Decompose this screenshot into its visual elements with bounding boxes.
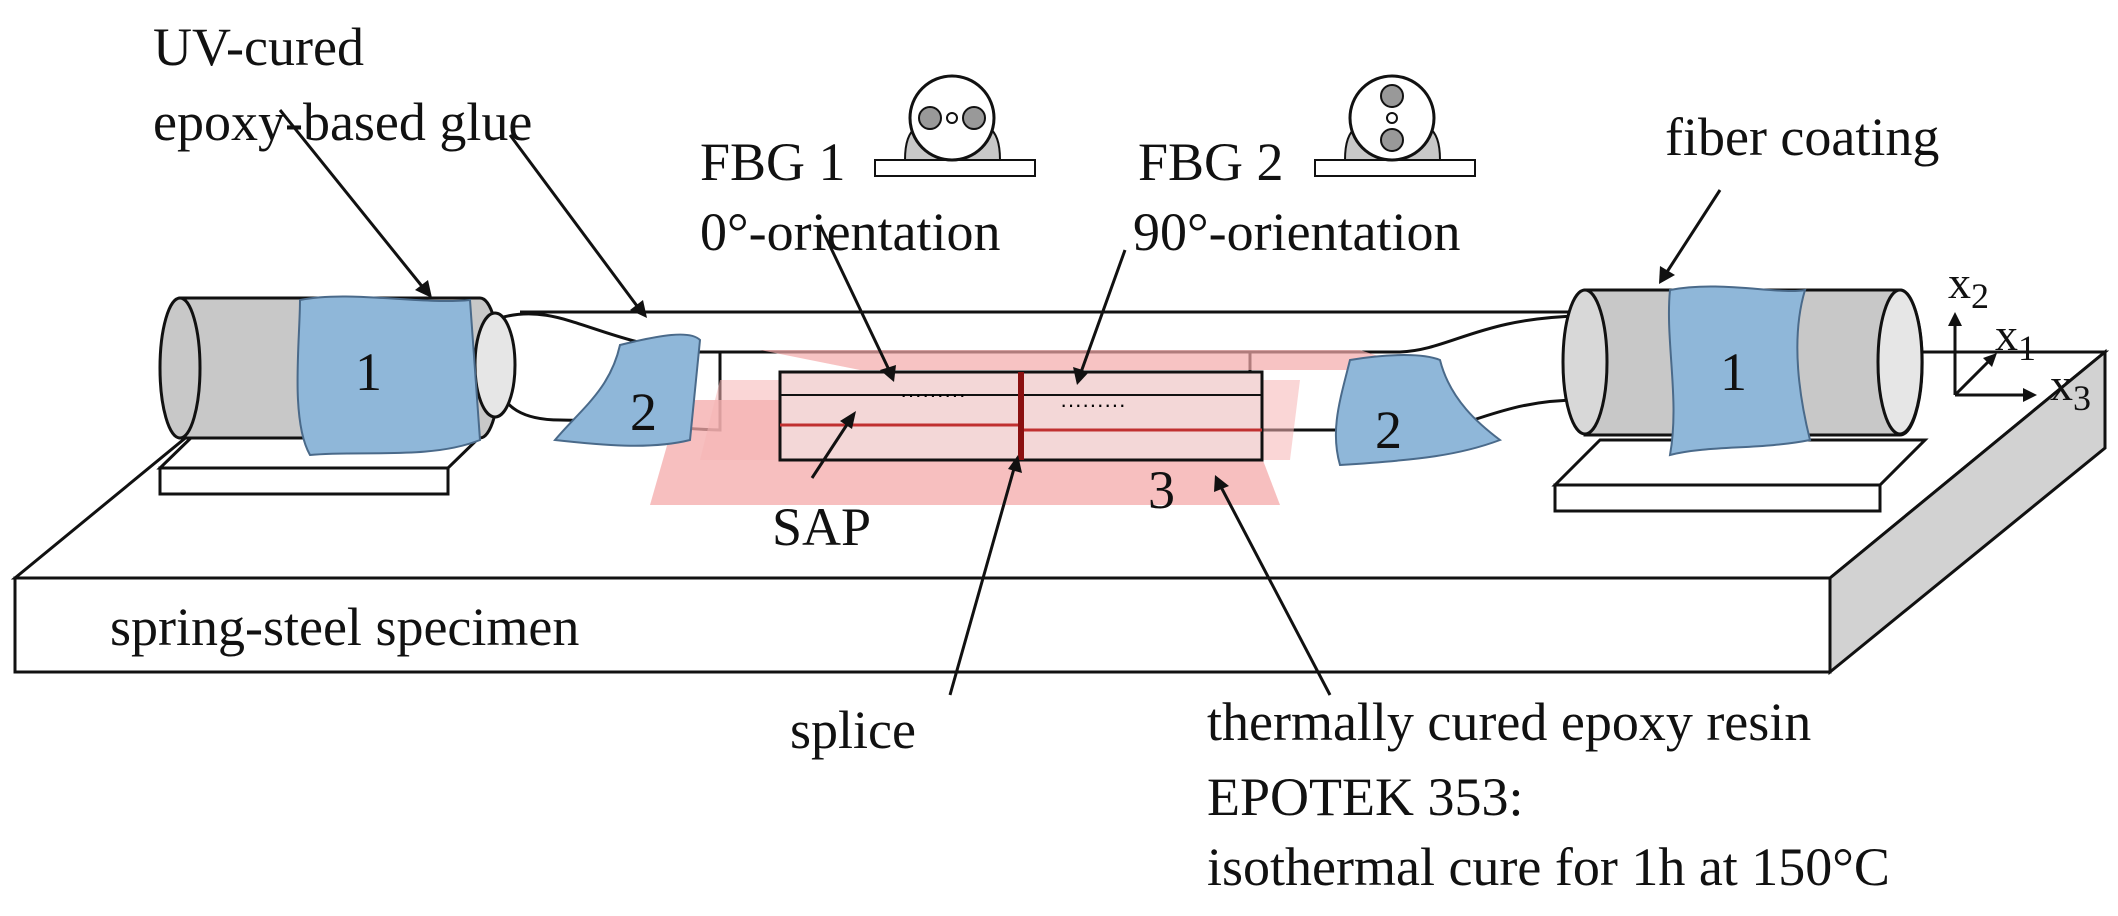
left-mount-base-front xyxy=(158,466,450,496)
pointer-splice xyxy=(948,464,1017,696)
pointer-uv-glue-left-head xyxy=(415,280,432,298)
pointer-fbg2 xyxy=(1078,249,1127,376)
pointer-lines xyxy=(278,109,1722,696)
label-uv-glue-line1: UV-cured xyxy=(153,17,364,77)
fbg1-icon-base xyxy=(874,159,1036,177)
fbg2-grating-dots: ········· xyxy=(1060,392,1126,417)
label-resin-line2: EPOTEK 353: xyxy=(1207,767,1524,827)
left-uv-glue-1 xyxy=(296,295,482,457)
label-resin-line3: isothermal cure for 1h at 150°C xyxy=(1207,837,1890,897)
annotation-labels: UV-cured epoxy-based glue FBG 1 0°-orien… xyxy=(110,17,1939,897)
label-fbg2: FBG 2 xyxy=(1138,132,1284,192)
axis-x2-label: x2 xyxy=(1948,257,1989,316)
marker-left-2: 2 xyxy=(630,382,657,442)
pointer-fiber-coating xyxy=(1663,189,1722,276)
fbg1-icon-core-right xyxy=(962,106,986,130)
axis-x3-arrowhead xyxy=(2023,388,2037,402)
label-uv-glue-line2: epoxy-based glue xyxy=(153,92,532,152)
pointer-uv-glue-left xyxy=(278,109,427,291)
right-uv-glue-1 xyxy=(1667,285,1812,457)
right-mount xyxy=(1334,285,1929,513)
pointer-resin-head xyxy=(1214,475,1229,492)
right-uv-glue-2 xyxy=(1334,354,1503,467)
coordinate-axes: x2 x1 x3 xyxy=(1948,257,2091,418)
pointer-splice-head xyxy=(1008,455,1022,473)
fbg2-icon-base xyxy=(1314,159,1476,177)
fbg-sections: ········· ········· xyxy=(778,370,1264,462)
axis-x3-label: x3 xyxy=(2050,359,2091,418)
label-resin-line1: thermally cured epoxy resin xyxy=(1207,692,1811,752)
left-cylinder-back xyxy=(158,296,202,440)
label-specimen: spring-steel specimen xyxy=(110,597,579,657)
resin-back-plane xyxy=(760,350,1420,370)
axis-x1-line xyxy=(1953,358,1992,397)
left-uv-glue-2 xyxy=(553,333,702,447)
label-fbg1-orientation: 0°-orientation xyxy=(700,202,1001,262)
fbg2-icon-core-mid xyxy=(1386,112,1398,124)
pointer-uv-glue-fiber xyxy=(508,134,642,311)
right-cylinder-end xyxy=(1876,288,1924,436)
label-fbg1: FBG 1 xyxy=(700,132,846,192)
pointer-resin xyxy=(1218,484,1332,696)
steel-plate-front xyxy=(13,576,1832,674)
pointer-sap xyxy=(810,419,852,479)
pointer-fbg1 xyxy=(818,224,892,373)
fbg2-section xyxy=(1020,370,1264,462)
marker-left-1: 1 xyxy=(355,342,382,402)
marker-right-2: 2 xyxy=(1375,400,1402,460)
fbg2-icon-core-top xyxy=(1380,84,1404,108)
marker-center-3: 3 xyxy=(1148,460,1175,520)
label-fiber-coating: fiber coating xyxy=(1665,107,1939,167)
pointer-sap-head xyxy=(840,411,856,429)
region-markers: 1 2 3 2 1 xyxy=(355,342,1747,520)
axis-x2-arrowhead xyxy=(1948,312,1962,326)
pointer-fbg1-head xyxy=(880,365,896,382)
pointer-fiber-coating-head xyxy=(1659,266,1675,284)
right-cylinder-front xyxy=(1561,288,1609,436)
fbg1-section xyxy=(778,370,1022,462)
pointer-fbg2-head xyxy=(1073,367,1089,385)
label-sap: SAP xyxy=(772,497,871,557)
fbg2-icon-core-bottom xyxy=(1380,128,1404,152)
fbg1-cross-section-icon xyxy=(874,74,1036,177)
fbg1-grating-dots: ········· xyxy=(900,382,966,407)
fbg1-icon-core-mid xyxy=(946,112,958,124)
fbg2-cross-section-icon xyxy=(1314,74,1476,177)
marker-right-1: 1 xyxy=(1720,342,1747,402)
label-splice: splice xyxy=(790,700,916,760)
right-mount-base-front xyxy=(1553,483,1882,513)
fbg1-icon-core-left xyxy=(918,106,942,130)
axis-x1-label: x1 xyxy=(1995,309,2036,368)
axis-x1-arrowhead xyxy=(1983,353,1997,367)
pointer-uv-glue-fiber-head xyxy=(630,300,647,318)
left-mount xyxy=(156,295,702,496)
label-fbg2-orientation: 90°-orientation xyxy=(1133,202,1461,262)
left-cylinder-end xyxy=(473,311,517,419)
